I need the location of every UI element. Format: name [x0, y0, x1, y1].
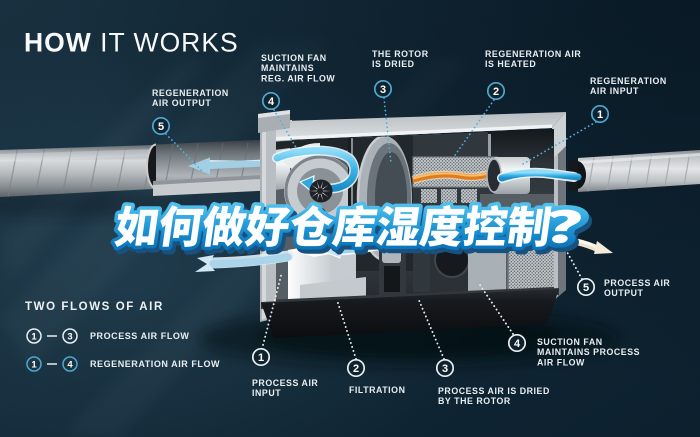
- svg-text:5: 5: [158, 121, 164, 133]
- svg-text:4: 4: [514, 338, 521, 350]
- svg-text:4: 4: [268, 96, 275, 108]
- svg-text:3: 3: [442, 363, 448, 375]
- svg-text:FILTRATION: FILTRATION: [349, 385, 405, 395]
- svg-text:1: 1: [597, 109, 603, 121]
- svg-text:REGENERATION AIR FLOW: REGENERATION AIR FLOW: [90, 359, 220, 369]
- svg-text:TWO FLOWS OF AIR: TWO FLOWS OF AIR: [25, 301, 164, 313]
- svg-text:1: 1: [31, 359, 37, 370]
- svg-text:2: 2: [493, 86, 499, 98]
- svg-text:4: 4: [67, 359, 73, 370]
- svg-text:PROCESS AIR FLOW: PROCESS AIR FLOW: [90, 331, 189, 341]
- svg-text:2: 2: [353, 363, 359, 375]
- svg-text:HOW IT WORKS: HOW IT WORKS: [24, 28, 239, 58]
- svg-text:1: 1: [31, 331, 37, 342]
- svg-text:3: 3: [67, 331, 72, 342]
- svg-text:5: 5: [583, 282, 589, 294]
- svg-text:3: 3: [380, 84, 386, 96]
- svg-text:1: 1: [258, 352, 264, 364]
